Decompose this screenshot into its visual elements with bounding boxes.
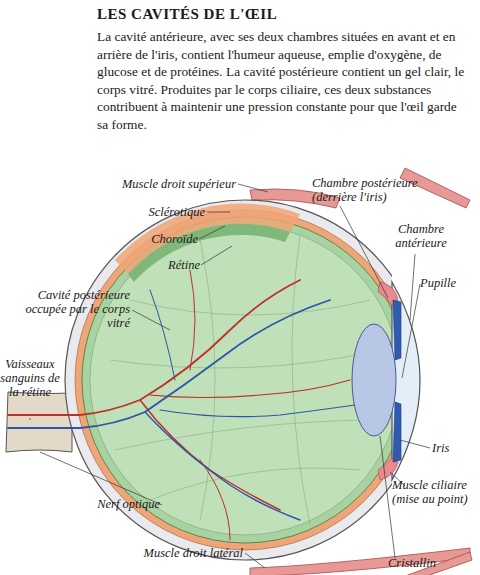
part-label: Iris: [432, 441, 478, 455]
part-label: Chambre antérieure: [380, 222, 462, 250]
diagram-title: LES CAVITÉS DE L'ŒIL: [97, 6, 467, 23]
part-label: Muscle droit supérieur: [95, 177, 236, 191]
caption-text: La cavité antérieure, avec ses deux cham…: [97, 28, 469, 134]
part-label: Rétine: [95, 258, 200, 272]
part-label: Pupille: [420, 276, 478, 290]
part-label: Muscle ciliaire (mise au point): [392, 478, 480, 506]
vitreous-lines: [110, 235, 380, 525]
iris: [393, 402, 401, 462]
part-label: Cristallin: [388, 556, 468, 570]
iris: [393, 300, 401, 360]
part-label: Muscle droit latéral: [55, 546, 243, 560]
part-label: Vaisseaux sanguins de la rétine: [0, 357, 60, 399]
leader-lines: [30, 184, 430, 568]
lens: [352, 324, 396, 436]
part-label: Sclérotique: [95, 205, 205, 219]
part-label: Nerf optique: [55, 497, 160, 511]
part-label: Choroïde: [95, 232, 198, 246]
part-label: Cavité postérieure occupée par le corps …: [4, 288, 130, 330]
optic-nerve: [6, 392, 72, 452]
part-label: Chambre postérieure (derrière l'iris): [312, 176, 462, 204]
